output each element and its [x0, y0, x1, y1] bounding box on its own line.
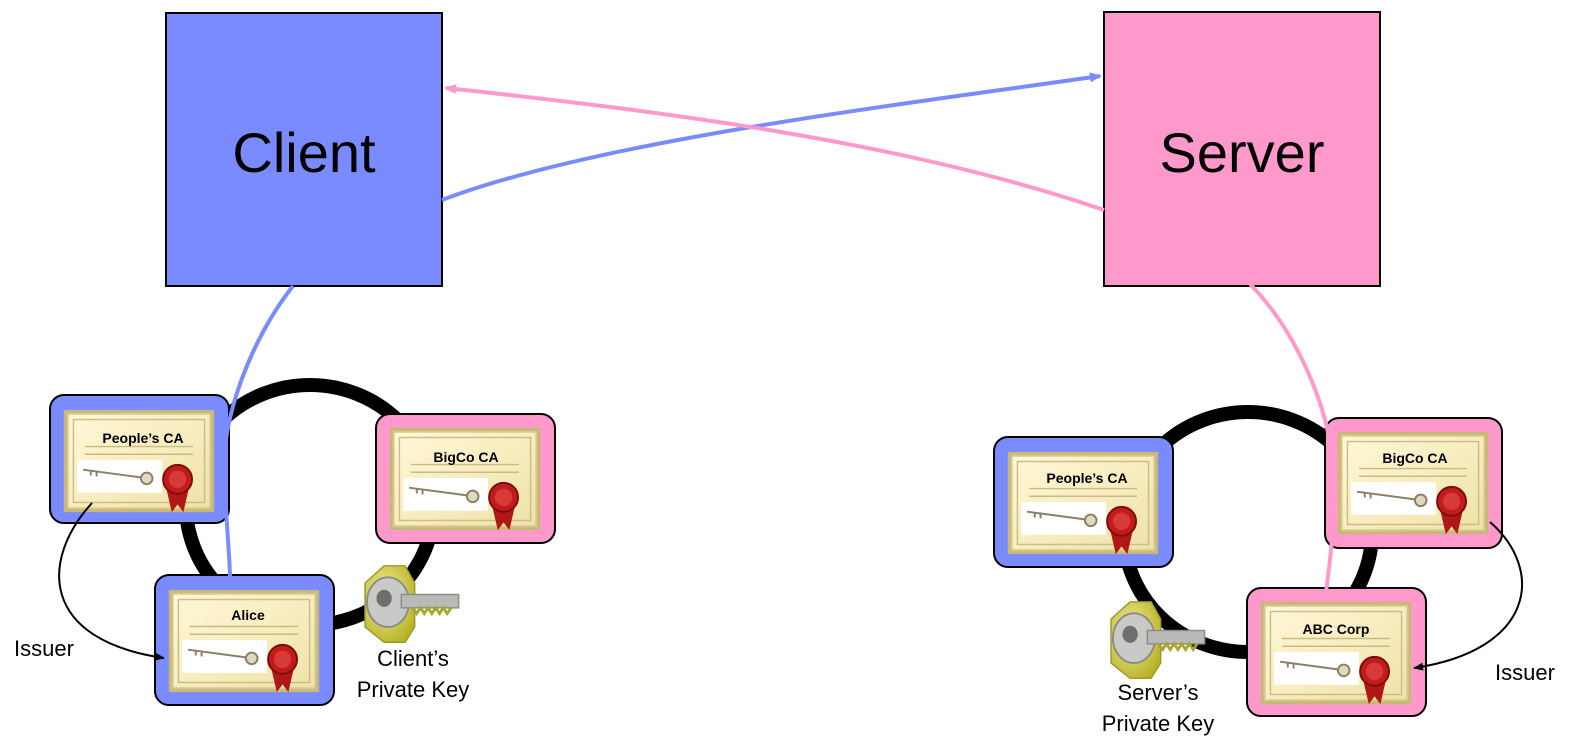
server-leaf-label: ABC Corp [1303, 621, 1370, 637]
server-cert-peoples-ca: People’s CA [993, 436, 1174, 568]
server-key-label-line2: Private Key [1102, 711, 1215, 736]
server-node: Server [1103, 11, 1381, 287]
client-label: Client [232, 121, 376, 184]
client-leaf-label: Alice [231, 607, 265, 623]
server-to-client-arrow [444, 84, 1105, 212]
client-bigco-ca-label: BigCo CA [433, 449, 498, 465]
server-issuer-label: Issuer [1495, 660, 1555, 685]
client-chain-link [221, 284, 295, 579]
server-issuer-arrow [1413, 521, 1523, 671]
client-issuer-label: Issuer [14, 636, 74, 661]
server-cert-leaf: ABC Corp [1246, 587, 1427, 717]
server-peoples-ca-label: People’s CA [1046, 470, 1127, 486]
client-key-label-line2: Private Key [357, 677, 470, 702]
server-label: Server [1160, 121, 1325, 184]
server-chain-link [1248, 282, 1337, 593]
client-node: Client [165, 12, 443, 287]
client-issuer-arrow [58, 502, 165, 661]
server-private-key-icon [1109, 600, 1207, 680]
client-to-server-arrow [441, 72, 1102, 202]
client-cert-peoples-ca: People’s CA [49, 394, 230, 524]
server-bigco-ca-label: BigCo CA [1382, 450, 1447, 466]
client-private-key-icon [363, 564, 461, 644]
server-cert-bigco-ca: BigCo CA [1324, 417, 1503, 549]
client-cert-leaf: Alice [154, 574, 335, 706]
client-cert-bigco-ca: BigCo CA [375, 413, 556, 544]
client-peoples-ca-label: People’s CA [102, 430, 183, 446]
client-key-label-line1: Client’s [377, 646, 449, 671]
server-key-label-line1: Server’s [1117, 680, 1198, 705]
